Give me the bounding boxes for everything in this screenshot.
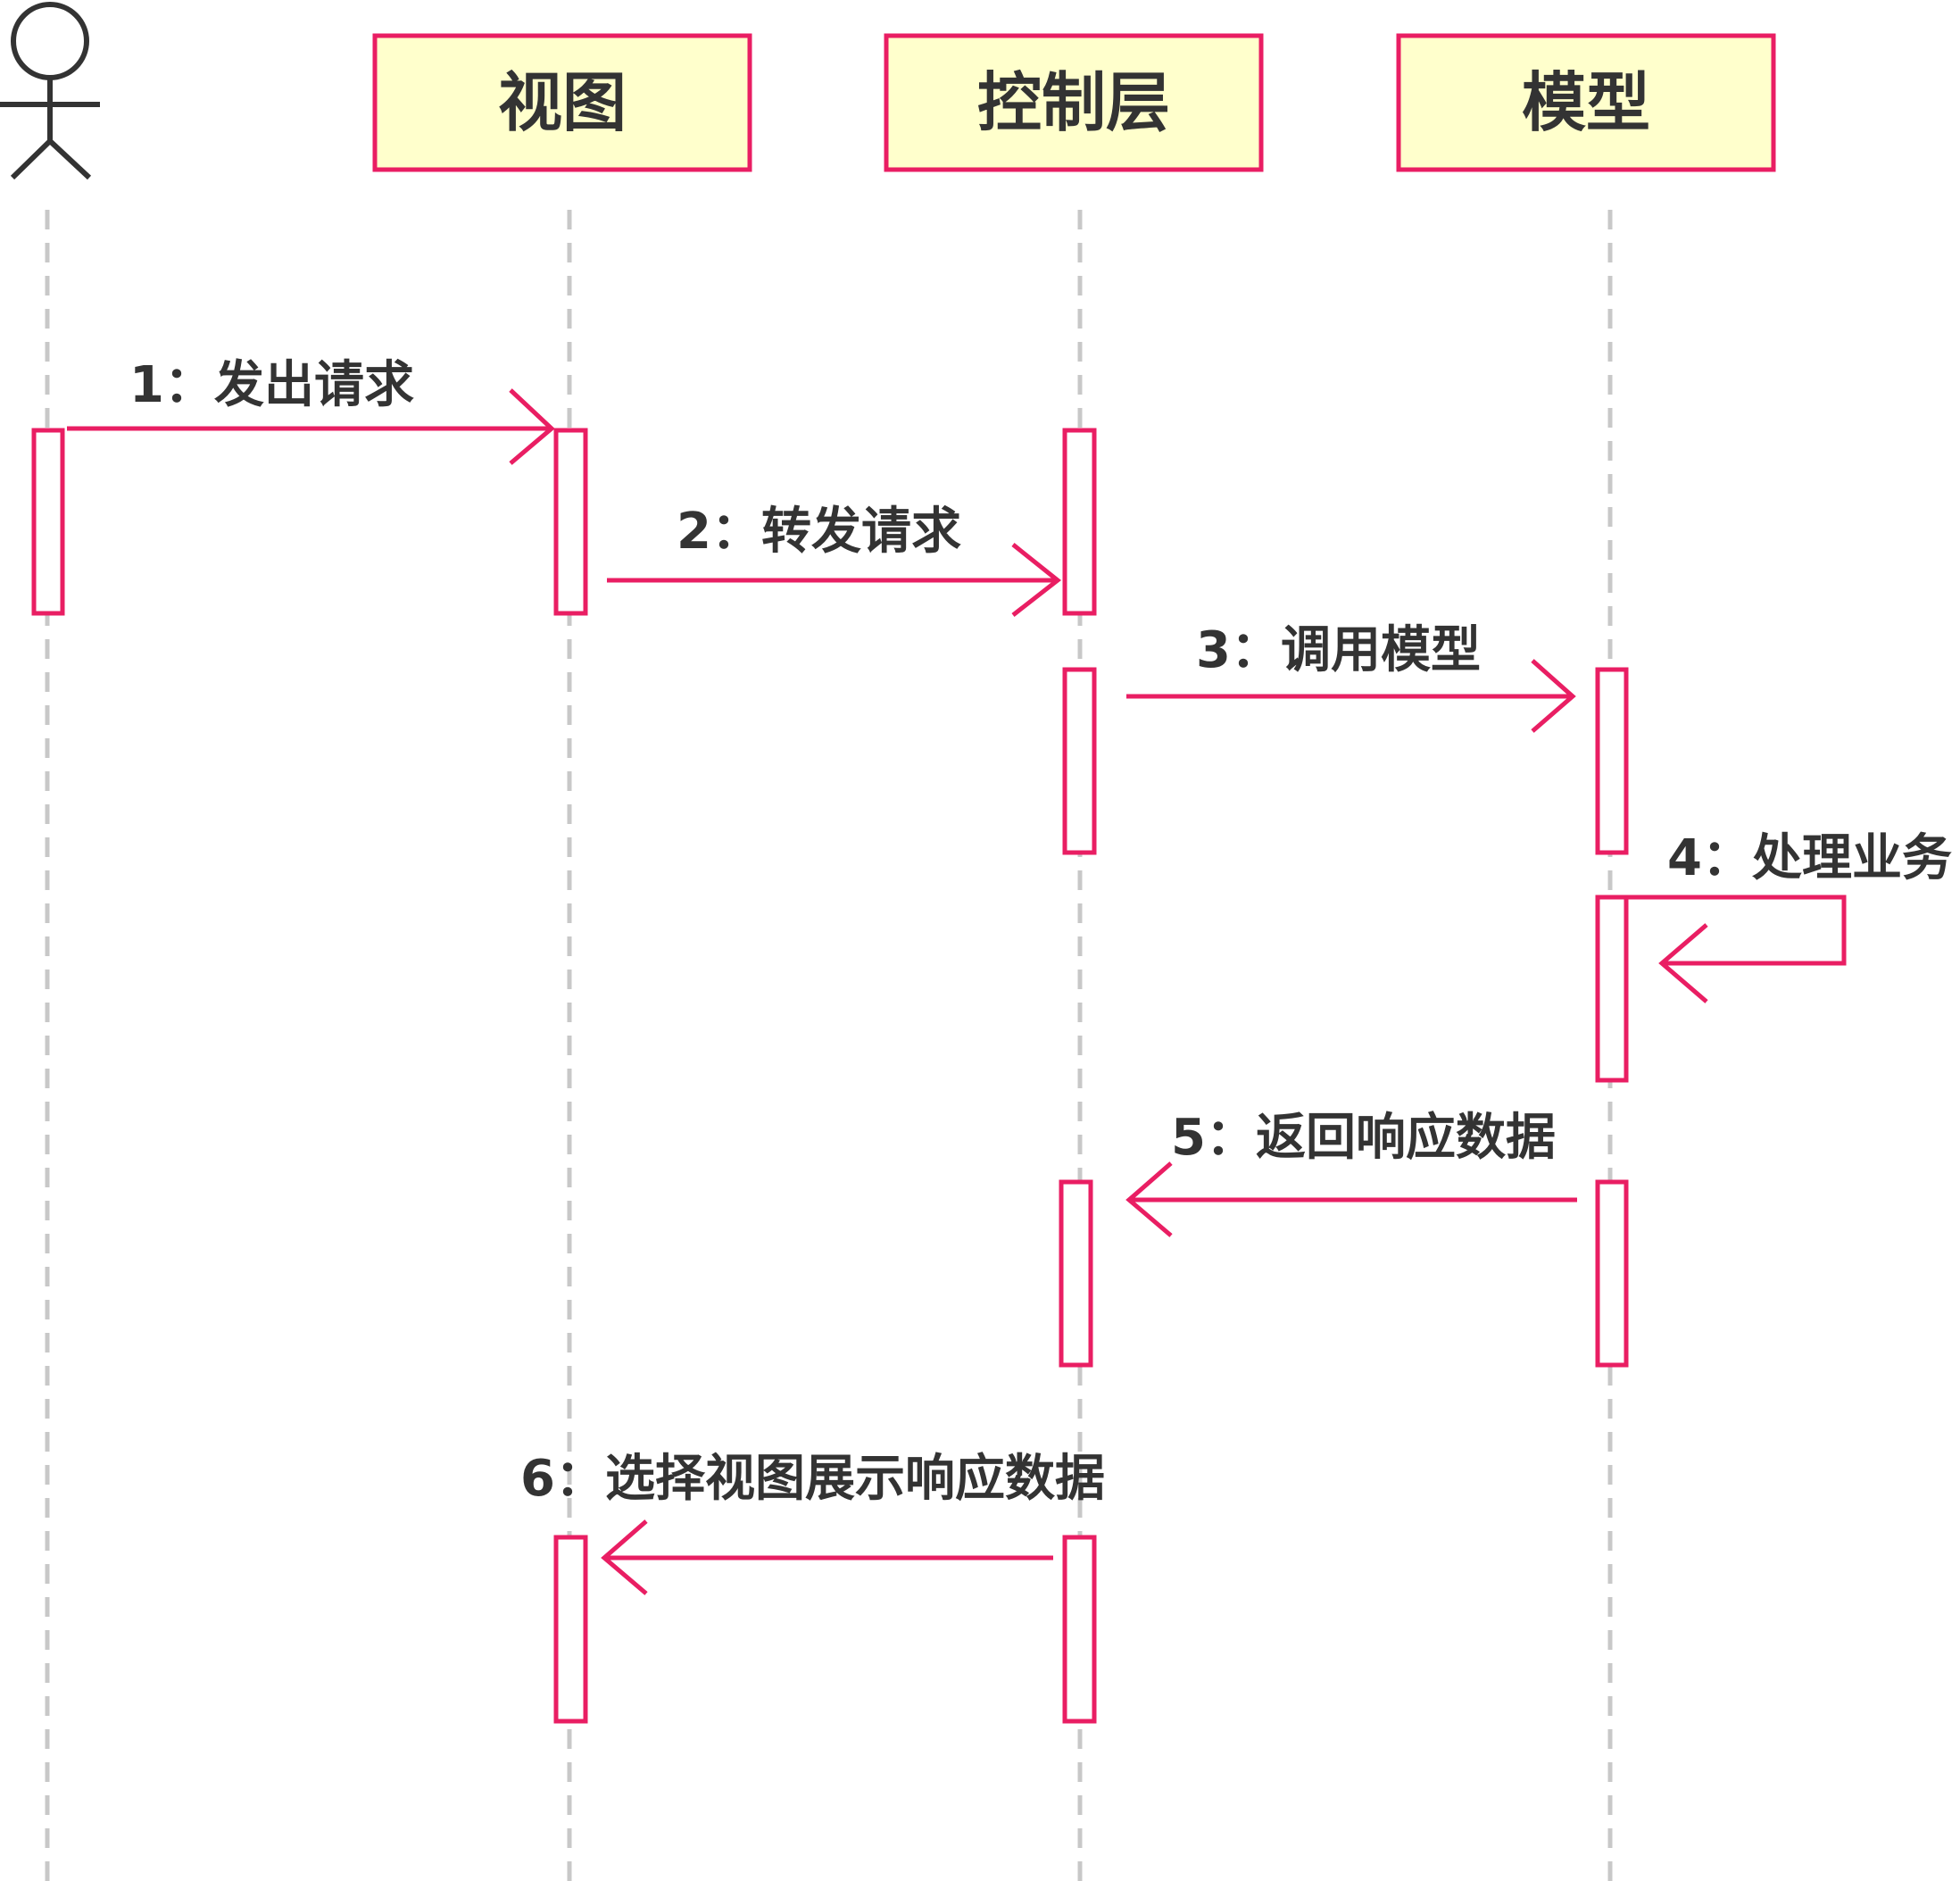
participant-model: 模型 xyxy=(1396,33,1776,172)
activation-bar-controller-4 xyxy=(1062,1535,1097,1724)
message-6: 6：选择视图展示响应数据 xyxy=(520,1450,1105,1595)
activation-bar-model-3 xyxy=(1595,1179,1629,1368)
participant-controller: 控制层 xyxy=(884,33,1264,172)
activation-bar-controller-2 xyxy=(1062,667,1097,855)
activation-bar-actor xyxy=(31,428,65,616)
message-2: 2：转发请求 xyxy=(607,503,1062,617)
participant-view: 视图 xyxy=(372,33,752,172)
message-3-label: 3：调用模型 xyxy=(1196,621,1481,679)
participant-view-label: 视图 xyxy=(498,65,627,140)
message-1-label: 1：发出请求 xyxy=(129,356,414,414)
activation-bar-view-2 xyxy=(553,1535,588,1724)
activation-bar-model-2 xyxy=(1595,895,1629,1083)
message-4-label: 4：处理业务 xyxy=(1667,829,1952,887)
participant-controller-label: 控制层 xyxy=(977,65,1170,140)
activation-bar-view-1 xyxy=(553,428,588,616)
stick-figure-actor-icon xyxy=(0,2,100,180)
activation-bar-model-1 xyxy=(1595,667,1629,855)
message-1: 1：发出请求 xyxy=(67,356,555,465)
message-2-label: 2：转发请求 xyxy=(677,503,961,561)
message-3: 3：调用模型 xyxy=(1126,621,1576,733)
message-5-label: 5：返回响应数据 xyxy=(1171,1109,1556,1167)
message-6-label: 6：选择视图展示响应数据 xyxy=(520,1450,1105,1508)
activation-bar-controller-3 xyxy=(1059,1179,1093,1368)
activation-bar-controller-1 xyxy=(1062,428,1097,616)
participant-model-label: 模型 xyxy=(1522,65,1650,140)
message-5: 5：返回响应数据 xyxy=(1125,1109,1577,1237)
message-4: 4：处理业务 xyxy=(1626,829,1952,1003)
